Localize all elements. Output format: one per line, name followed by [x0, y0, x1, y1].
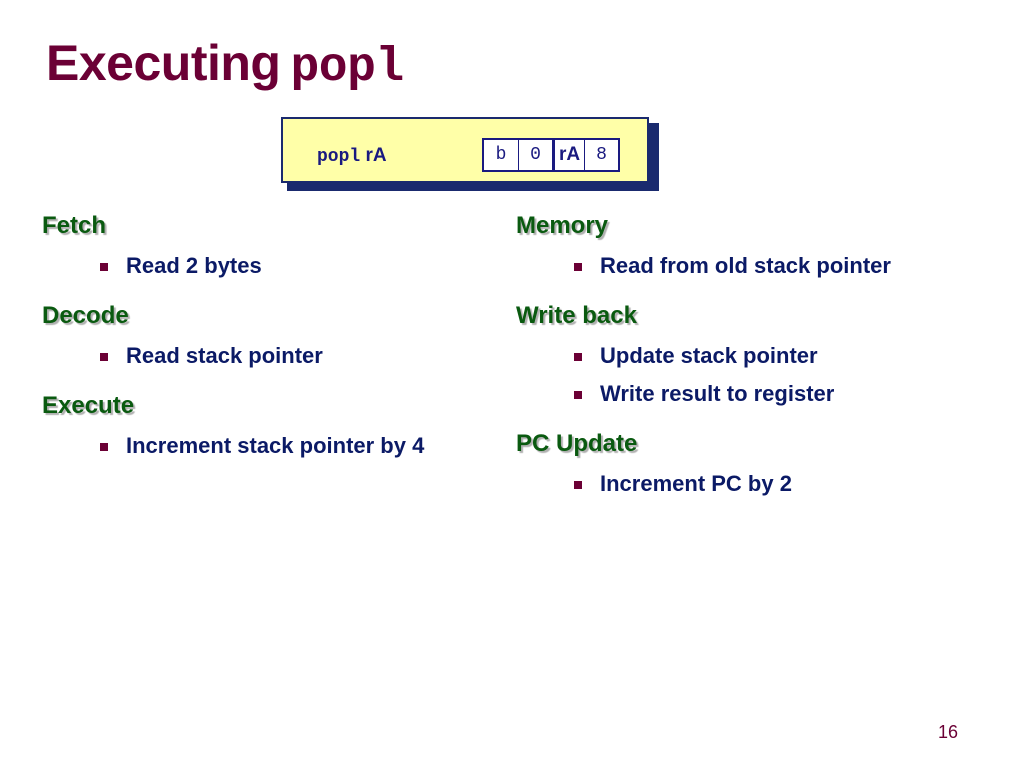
encoding-register-rb: 8 — [584, 140, 618, 170]
stage-heading-memory: Memory — [516, 212, 609, 239]
stage-items-pc-update: Increment PC by 2 — [516, 468, 996, 506]
stage-items-memory: Read from old stack pointer — [516, 250, 996, 288]
square-bullet-icon — [100, 263, 108, 271]
list-item: Increment PC by 2 — [516, 468, 996, 506]
encoding-register-ra: rA — [552, 140, 584, 170]
title-prefix: Executing — [46, 35, 281, 91]
encoding-byte-icode: b — [495, 145, 507, 165]
stage-items-decode: Read stack pointer — [42, 340, 502, 378]
stage-heading-decode: Decode — [42, 302, 129, 329]
square-bullet-icon — [100, 443, 108, 451]
instruction-mnemonic: popl — [317, 147, 361, 167]
encoding-byte-ifun: 0 — [518, 140, 552, 170]
list-item: Update stack pointer — [516, 340, 996, 378]
stage-heading-fetch: Fetch — [42, 212, 107, 239]
instruction-encoding: b 0 rA 8 — [482, 138, 620, 172]
list-item: Read from old stack pointer — [516, 250, 996, 288]
square-bullet-icon — [574, 353, 582, 361]
square-bullet-icon — [574, 391, 582, 399]
stage-items-execute: Increment stack pointer by 4 — [42, 430, 502, 468]
stage-items-write-back: Update stack pointer Write result to reg… — [516, 340, 996, 416]
instruction-syntax: popl rA — [317, 145, 387, 167]
list-item: Read 2 bytes — [42, 250, 502, 288]
instruction-box: popl rA b 0 rA 8 — [281, 117, 649, 183]
stage-items-fetch: Read 2 bytes — [42, 250, 502, 288]
list-item: Read stack pointer — [42, 340, 502, 378]
stage-heading-write-back: Write back — [516, 302, 637, 329]
square-bullet-icon — [574, 481, 582, 489]
instruction-operand: rA — [365, 145, 387, 166]
page-number: 16 — [937, 722, 958, 742]
stage-heading-pc-update: PC Update — [516, 430, 638, 457]
list-item: Increment stack pointer by 4 — [42, 430, 502, 468]
stage-heading-execute: Execute — [42, 392, 135, 419]
stages-left-column: Fetch Read 2 bytes Decode Read stack poi… — [42, 210, 502, 480]
title-code: popl — [290, 41, 404, 95]
list-item: Write result to register — [516, 378, 996, 416]
square-bullet-icon — [574, 263, 582, 271]
stages-right-column: Memory Read from old stack pointer Write… — [516, 210, 996, 518]
square-bullet-icon — [100, 353, 108, 361]
